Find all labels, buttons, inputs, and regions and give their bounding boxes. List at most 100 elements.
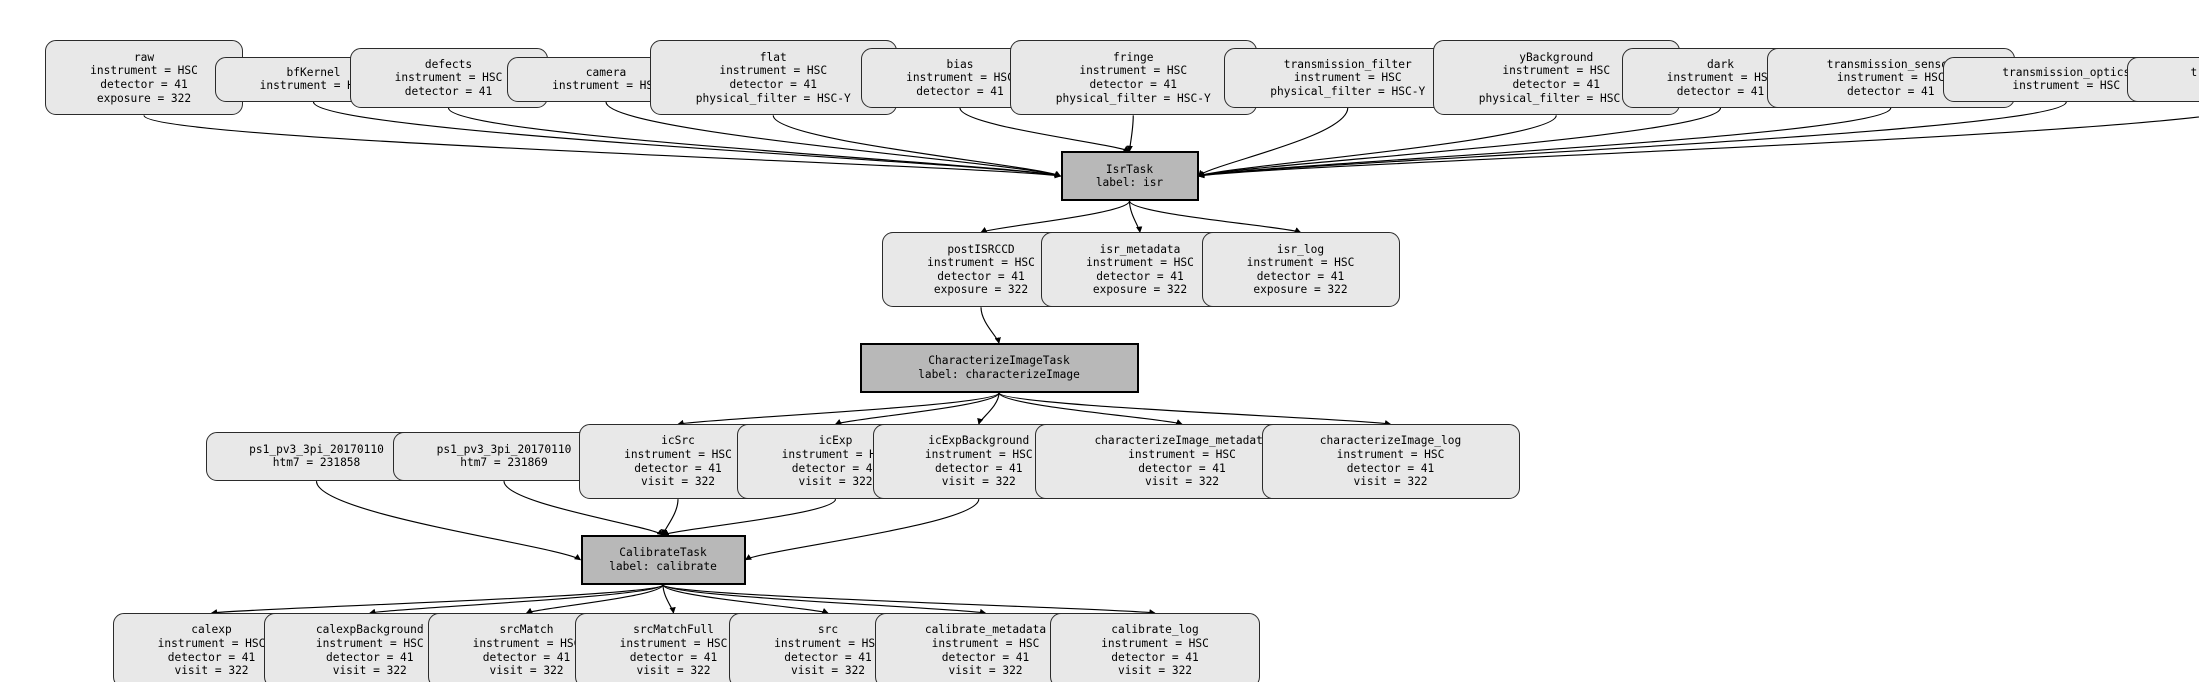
node-detail-line: instrument = HSC xyxy=(315,636,424,650)
node-title: icExp xyxy=(818,434,853,448)
node-detail-line: visit = 322 xyxy=(1144,475,1220,489)
node-detail-line: detector = 41 xyxy=(934,461,1023,475)
node-detail-line: visit = 322 xyxy=(790,664,866,678)
node-detail-line: detector = 41 xyxy=(916,84,1004,98)
node-title: CharacterizeImageTask xyxy=(928,354,1070,368)
node-detail-line: detector = 41 xyxy=(941,650,1030,664)
node-title: yBackground xyxy=(1519,50,1594,64)
node-detail-line: instrument = HSC xyxy=(1101,636,1209,650)
node-detail-line: visit = 322 xyxy=(640,475,716,489)
node-detail-line: visit = 322 xyxy=(798,475,873,489)
node-detail-line: instrument = HSC xyxy=(1086,256,1194,270)
edge-IsrTask-to-isr_log xyxy=(1130,201,1302,234)
node-detail-line: exposure = 322 xyxy=(1253,283,1348,297)
node-detail-line: instrument = HSC xyxy=(1336,448,1445,462)
node-title: postISRCCD xyxy=(947,242,1015,256)
node-detail-line: detector = 41 xyxy=(1089,77,1178,91)
node-title: transmission_optics xyxy=(2002,65,2131,79)
node-title: bias xyxy=(946,57,974,71)
node-detail-line: label: calibrate xyxy=(609,559,717,573)
node-detail-line: detector = 41 xyxy=(729,77,818,91)
node-title: flat xyxy=(759,50,787,64)
edge-defects-to-IsrTask xyxy=(449,108,1062,179)
node-detail-line: instrument = HSC xyxy=(394,71,503,85)
node-detail-line: detector = 41 xyxy=(784,650,872,664)
edge-fringe-to-IsrTask xyxy=(1125,115,1135,153)
node-transmission_atmosphere[interactable]: transmission_atmosphereinstrument = HSC xyxy=(2127,56,2199,102)
edge-yBackground-to-IsrTask xyxy=(1197,115,1557,178)
node-detail-line: instrument = HSC xyxy=(2012,79,2121,93)
node-detail-line: detector = 41 xyxy=(629,650,718,664)
node-title: bfKernel xyxy=(286,65,341,79)
edge-CalibrateTask-to-calibrate_log xyxy=(663,585,1156,617)
node-title: icExpBackground xyxy=(928,434,1030,448)
node-title: isr_log xyxy=(1276,242,1325,256)
node-detail-line: visit = 322 xyxy=(1353,475,1428,489)
node-title: characterizeImage_log xyxy=(1319,434,1462,448)
node-detail-line: visit = 322 xyxy=(636,664,711,678)
edge-transmission_filter-to-IsrTask xyxy=(1197,108,1348,177)
node-detail-line: instrument = HSC xyxy=(472,636,581,650)
node-detail-line: detector = 41 xyxy=(1138,461,1226,475)
node-detail-line: exposure = 322 xyxy=(96,91,192,105)
node-detail-line: exposure = 322 xyxy=(933,283,1029,297)
node-title: ps1_pv3_3pi_20170110 xyxy=(249,442,384,456)
node-title: defects xyxy=(424,57,473,71)
node-title: IsrTask xyxy=(1105,162,1154,176)
node-detail-line: instrument = HSC xyxy=(781,448,890,462)
edge-CharacterizeImageTask-to-characterizeImage_log xyxy=(999,393,1392,428)
edge-CalibrateTask-to-src xyxy=(663,585,829,615)
node-detail-line: instrument = HSC xyxy=(1128,448,1236,462)
node-detail-line: instrument = HSC xyxy=(924,448,1033,462)
node-detail-line: instrument = HSC xyxy=(719,64,828,78)
node-detail-line: visit = 322 xyxy=(174,664,249,678)
node-detail-line: instrument = HSC xyxy=(774,636,882,650)
node-detail-line: instrument = HSC xyxy=(259,79,368,93)
edge-ps1_a-to-CalibrateTask xyxy=(317,481,582,560)
node-title: transmission_filter xyxy=(1283,57,1412,71)
edge-IsrTask-to-postISRCCD xyxy=(980,201,1130,232)
node-detail-line: instrument = HSC xyxy=(552,79,660,93)
node-title: isr_metadata xyxy=(1099,242,1181,256)
node-title: transmission_atmosphere xyxy=(2190,65,2199,79)
node-title: ps1_pv3_3pi_20170110 xyxy=(436,442,572,456)
node-title: calexpBackground xyxy=(315,623,424,637)
node-detail-line: detector = 41 xyxy=(1846,84,1935,98)
node-detail-line: visit = 322 xyxy=(332,664,407,678)
edge-CalibrateTask-to-srcMatch xyxy=(525,585,664,613)
node-detail-line: detector = 41 xyxy=(482,650,571,664)
node-detail-line: instrument = HSC xyxy=(931,636,1040,650)
node-title: icSrc xyxy=(661,434,695,448)
node-title: camera xyxy=(585,65,627,79)
edge-flat-to-IsrTask xyxy=(773,115,1062,176)
node-title: src xyxy=(817,623,839,637)
node-detail-line: instrument = HSC xyxy=(157,636,266,650)
node-title: calibrate_log xyxy=(1111,623,1199,637)
edge-CharacterizeImageTask-to-icSrc xyxy=(677,393,999,427)
edge-CalibrateTask-to-calibrate_metadata xyxy=(663,585,987,616)
edge-CharacterizeImageTask-to-characterizeImage_metadata xyxy=(999,393,1183,426)
edge-IsrTask-to-isr_metadata xyxy=(1130,201,1144,234)
node-title: srcMatchFull xyxy=(633,623,714,637)
edge-icSrc-to-CalibrateTask xyxy=(659,499,678,537)
node-detail-line: exposure = 322 xyxy=(1092,283,1188,297)
node-detail-line: detector = 41 xyxy=(937,269,1025,283)
node-detail-line: instrument = HSC xyxy=(1836,71,1945,85)
node-title: raw xyxy=(133,50,155,64)
edge-icExpBackground-to-CalibrateTask xyxy=(744,499,979,560)
node-detail-line: detector = 41 xyxy=(1256,269,1345,283)
node-detail-line: visit = 322 xyxy=(948,664,1023,678)
node-detail-line: htm7 = 231869 xyxy=(460,456,548,470)
node-detail-line: detector = 41 xyxy=(325,650,414,664)
